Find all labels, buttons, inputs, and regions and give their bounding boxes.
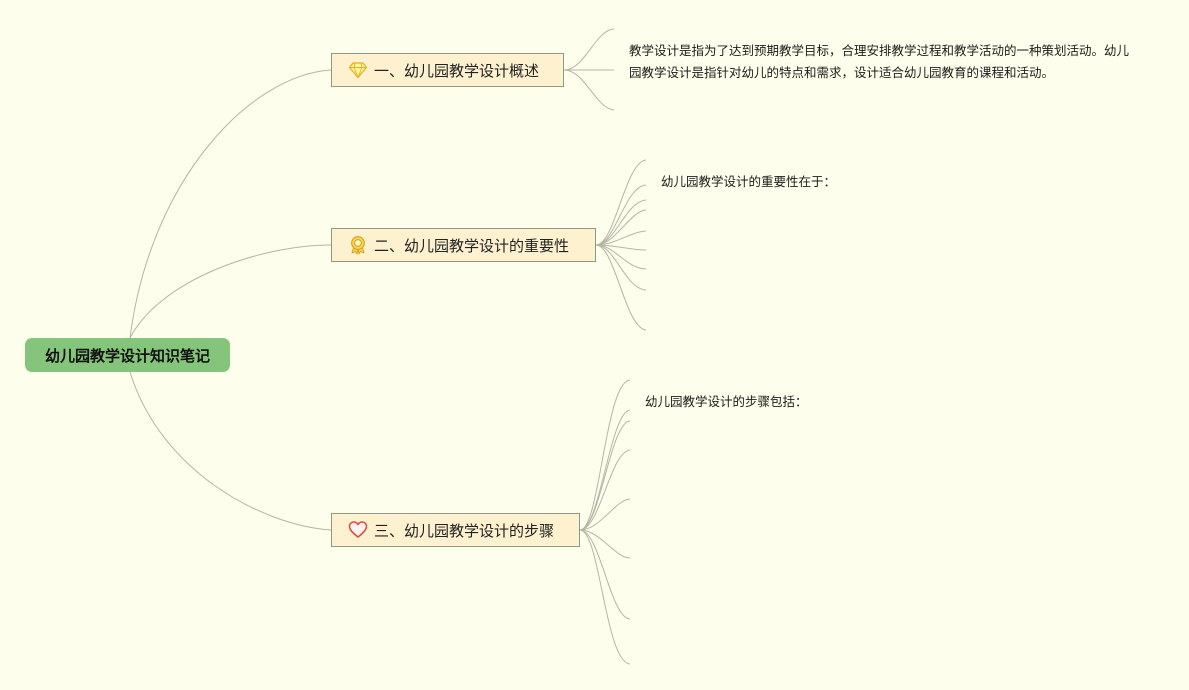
heart-icon [348,520,368,540]
award-ribbon-icon [348,235,368,255]
connector-branch-3-sub-1 [579,379,631,531]
connector-branch-3-sub-6 [579,529,631,559]
connector-root-branch-1 [129,69,332,339]
connector-branch-3-sub-2 [579,409,631,531]
connector-branch-2-sub-4 [595,209,647,246]
root-node[interactable]: 幼儿园教学设计知识笔记 [25,338,230,372]
branch-node-label: 三、幼儿园教学设计的步骤 [374,521,555,540]
connector-branch-3-sub-3 [579,420,631,531]
branch-node-steps[interactable]: 三、幼儿园教学设计的步骤 [331,513,580,547]
connector-branch-2-sub-1 [595,159,647,246]
connector-root-branch-2 [129,244,332,339]
connector-branch-2-sub-2 [595,184,647,246]
connector-branch-3-sub-8 [579,529,631,665]
connector-branch-2-sub-9 [595,244,647,331]
connector-branch-3-sub-4 [579,449,631,531]
connector-branch-2-sub-8 [595,244,647,291]
diamond-icon [348,60,368,80]
branch-node-importance[interactable]: 二、幼儿园教学设计的重要性 [331,228,596,262]
connector-root-branch-3 [129,371,332,531]
connector-branch-2-sub-3 [595,199,647,246]
connector-branch-1-sub-1 [563,28,615,71]
branch-node-overview[interactable]: 一、幼儿园教学设计概述 [331,53,564,87]
overview-description-text[interactable]: 教学设计是指为了达到预期教学目标，合理安排教学过程和教学活动的一种策划活动。幼儿… [629,43,1130,80]
connector-branch-3-sub-5 [579,498,631,531]
branch-node-label: 一、幼儿园教学设计概述 [374,61,540,80]
connector-branch-1-sub-3 [563,69,615,111]
connector-branch-2-sub-7 [595,244,647,270]
importance-intro-text[interactable]: 幼儿园教学设计的重要性在于： [661,174,837,189]
branch-node-label: 二、幼儿园教学设计的重要性 [374,236,570,255]
connector-branch-3-sub-7 [579,529,631,620]
steps-intro-text[interactable]: 幼儿园教学设计的步骤包括： [645,394,808,409]
root-node-label: 幼儿园教学设计知识笔记 [44,346,210,365]
